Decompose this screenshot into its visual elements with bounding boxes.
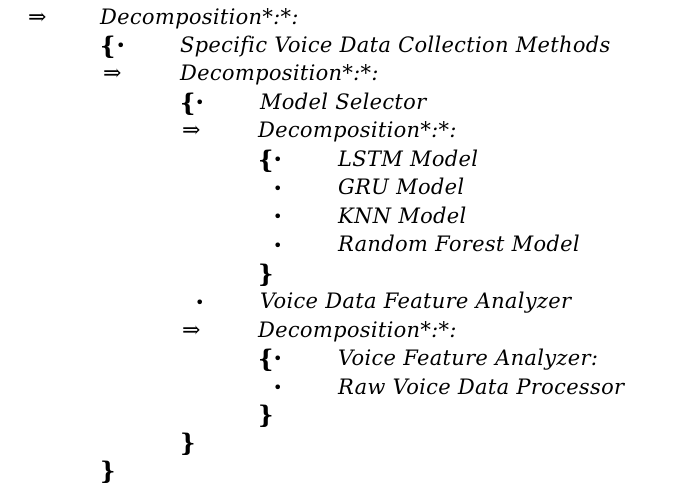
close-brace: }	[100, 456, 116, 485]
bullet: •	[273, 179, 283, 198]
item-random-forest-model: Random Forest Model	[338, 232, 580, 256]
bullet: •	[273, 349, 283, 368]
implies-arrow: ⇒	[182, 318, 201, 343]
item-lstm-model: LSTM Model	[338, 147, 479, 171]
item-voice-feature-analyzer: Voice Feature Analyzer:	[338, 346, 599, 370]
item-voice-data-feature-analyzer: Voice Data Feature Analyzer	[260, 289, 572, 313]
item-raw-voice-data-processor: Raw Voice Data Processor	[338, 375, 625, 399]
close-brace: }	[180, 428, 196, 457]
bullet: •	[195, 293, 205, 312]
open-brace: {	[100, 31, 116, 60]
bullet: •	[116, 36, 126, 55]
item-specific-voice-data-collection-methods: Specific Voice Data Collection Methods	[180, 33, 611, 57]
implies-arrow: ⇒	[182, 118, 201, 143]
decomposition-label: Decomposition*:*:	[258, 118, 457, 142]
decomposition-label: Decomposition*:*:	[258, 318, 457, 342]
close-brace: }	[258, 259, 274, 288]
open-brace: {	[258, 344, 274, 373]
open-brace: {	[180, 88, 196, 117]
bullet: •	[273, 378, 283, 397]
bullet: •	[195, 93, 205, 112]
bullet: •	[273, 236, 283, 255]
implies-arrow: ⇒	[28, 5, 47, 30]
bullet: •	[273, 207, 283, 226]
implies-arrow: ⇒	[103, 61, 122, 86]
item-knn-model: KNN Model	[338, 204, 467, 228]
item-model-selector: Model Selector	[260, 90, 427, 114]
decomposition-label: Decomposition*:*:	[100, 5, 299, 29]
close-brace: }	[258, 400, 274, 429]
decomposition-label: Decomposition*:*:	[180, 61, 379, 85]
open-brace: {	[258, 145, 274, 174]
bullet: •	[273, 150, 283, 169]
item-gru-model: GRU Model	[338, 175, 465, 199]
